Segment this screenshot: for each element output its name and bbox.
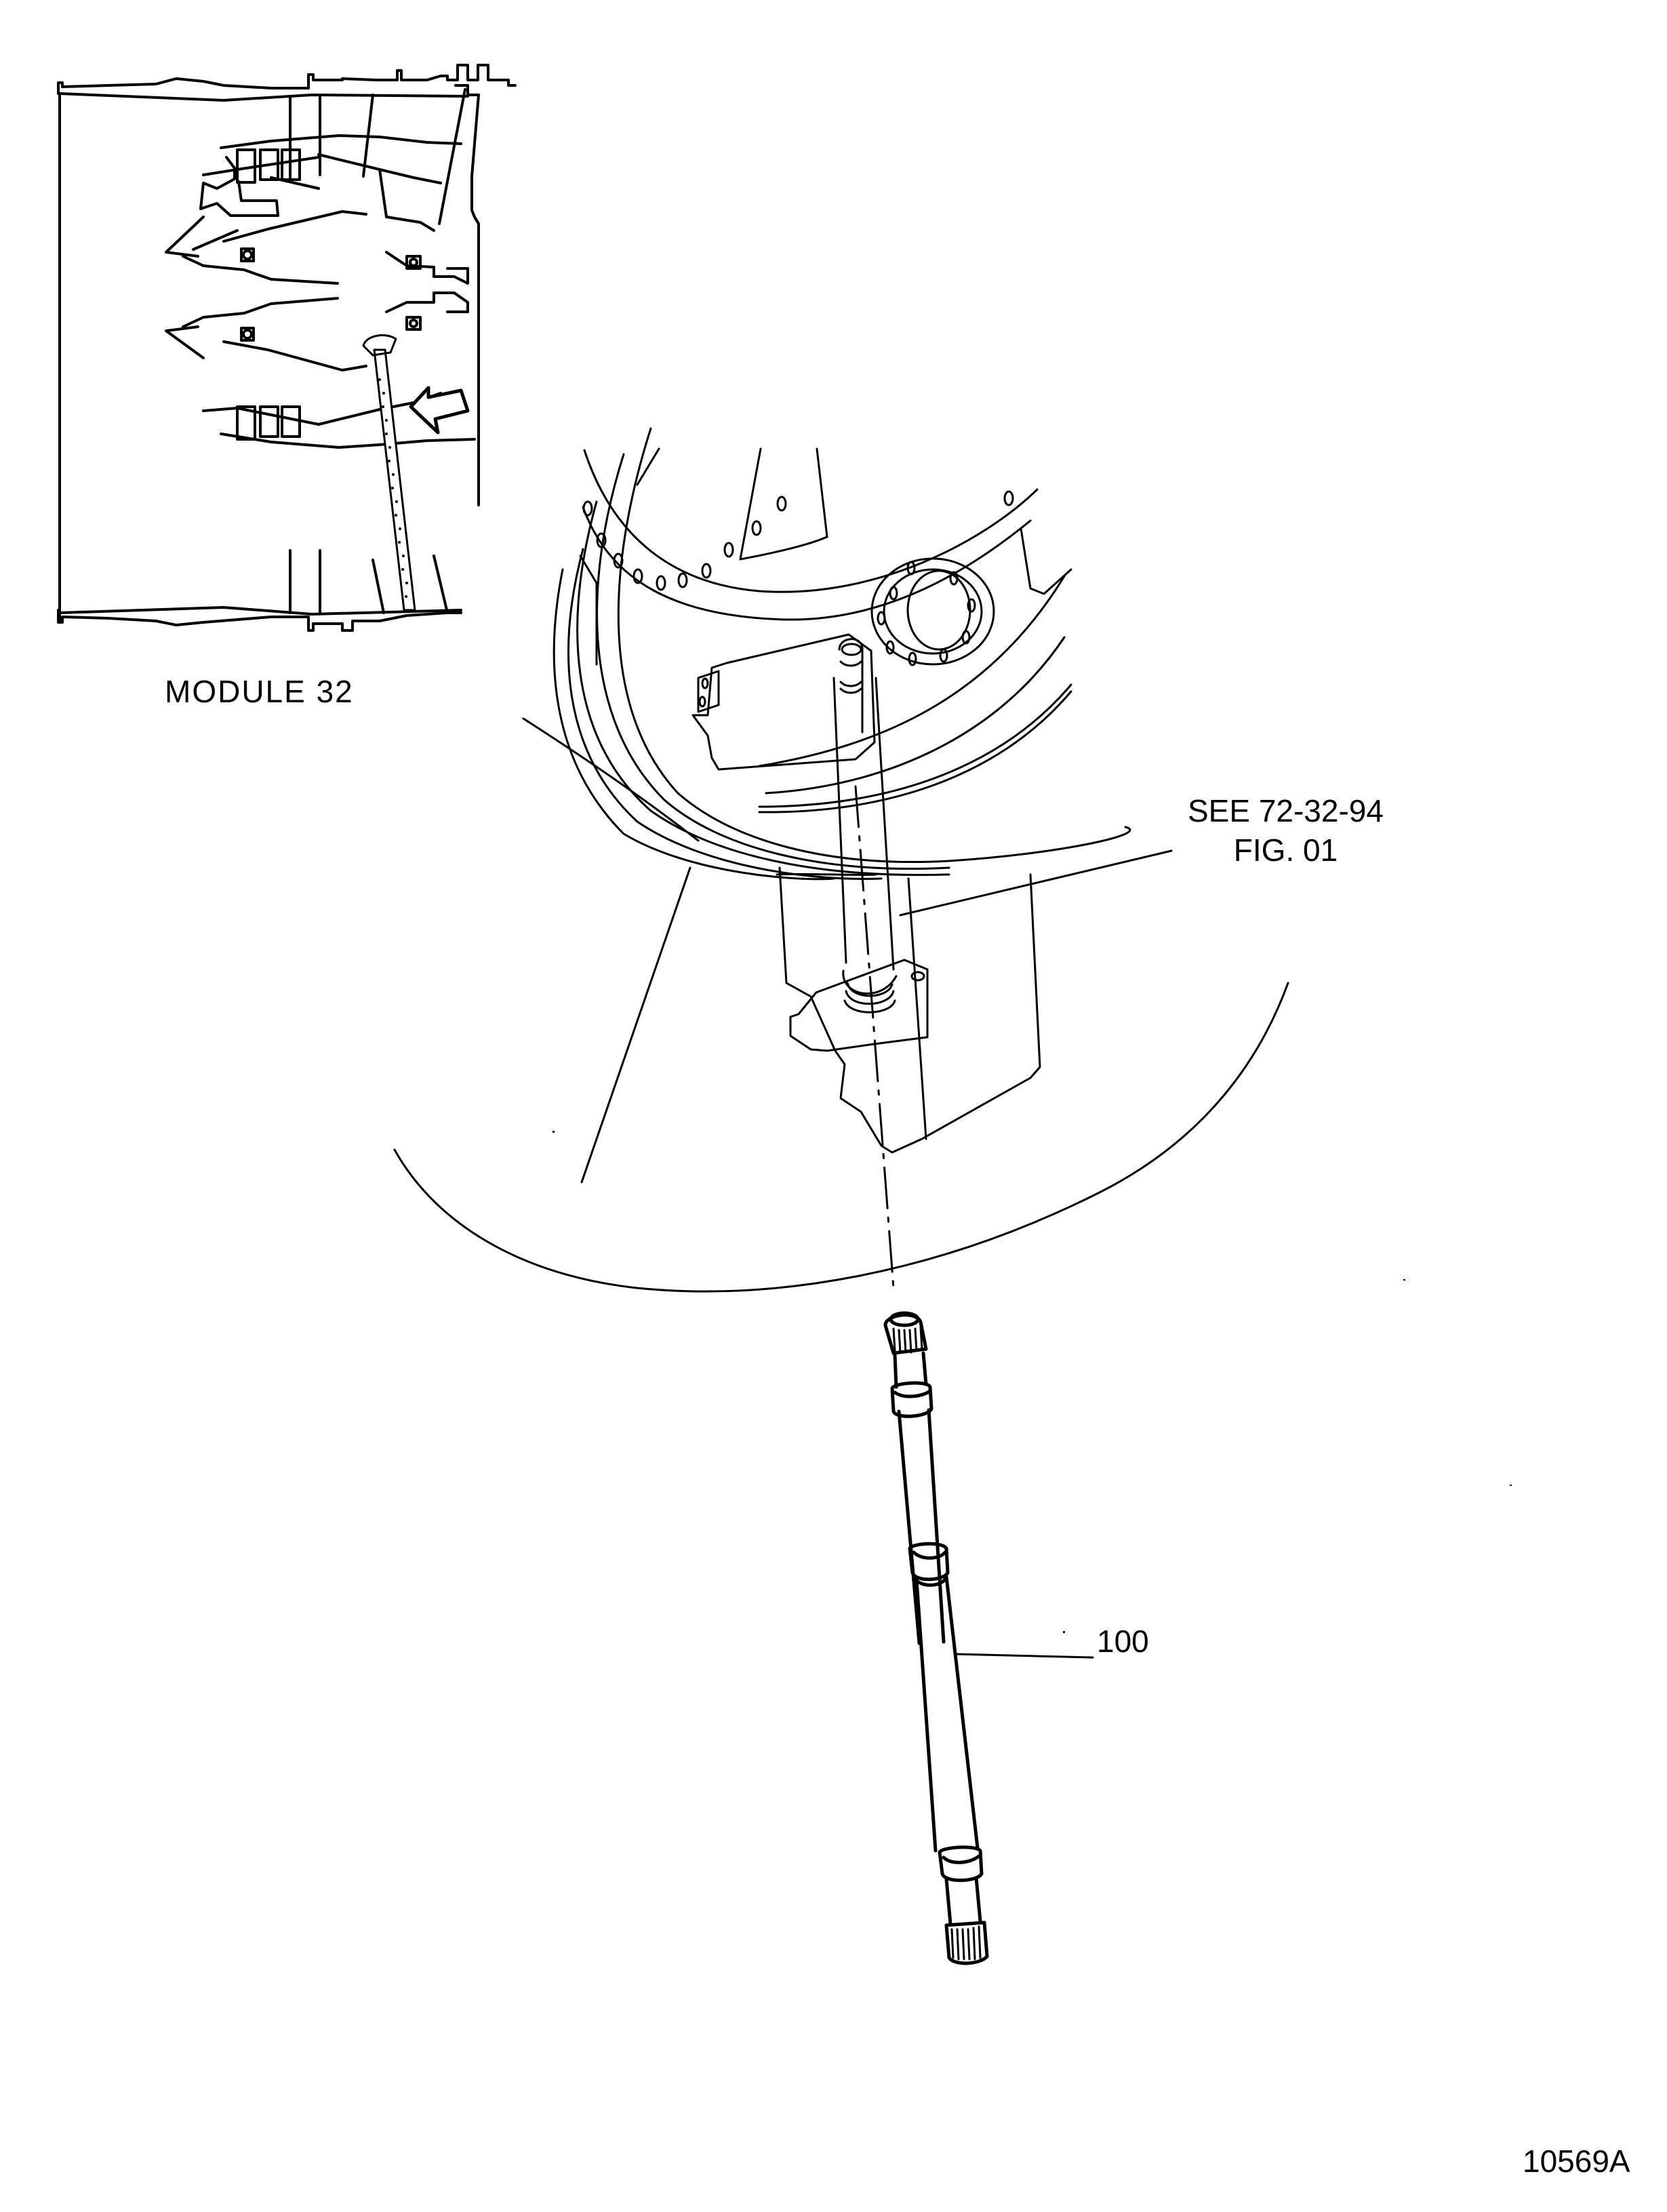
cross-reference-line-2: FIG. 01 [1233, 832, 1338, 868]
inset-title-label: MODULE 32 [165, 674, 354, 709]
module-32-inset-drawing [57, 64, 517, 632]
scan-specks [553, 1131, 1512, 1633]
reference-leader-line [899, 849, 1173, 917]
centre-line [854, 785, 895, 1289]
engine-casing-drawing [393, 427, 1289, 1293]
cross-reference-callout: SEE 72-32-94 FIG. 01 [1188, 792, 1384, 870]
item-number-callout: 100 [1097, 1624, 1149, 1659]
cross-reference-line-1: SEE 72-32-94 [1188, 793, 1384, 828]
drive-shaft-part-100 [883, 1311, 1094, 1965]
item-100-leader-line [955, 1653, 1094, 1659]
left-pointing-arrow-icon [409, 386, 470, 435]
drawing-id-label: 10569A [1523, 2144, 1630, 2179]
